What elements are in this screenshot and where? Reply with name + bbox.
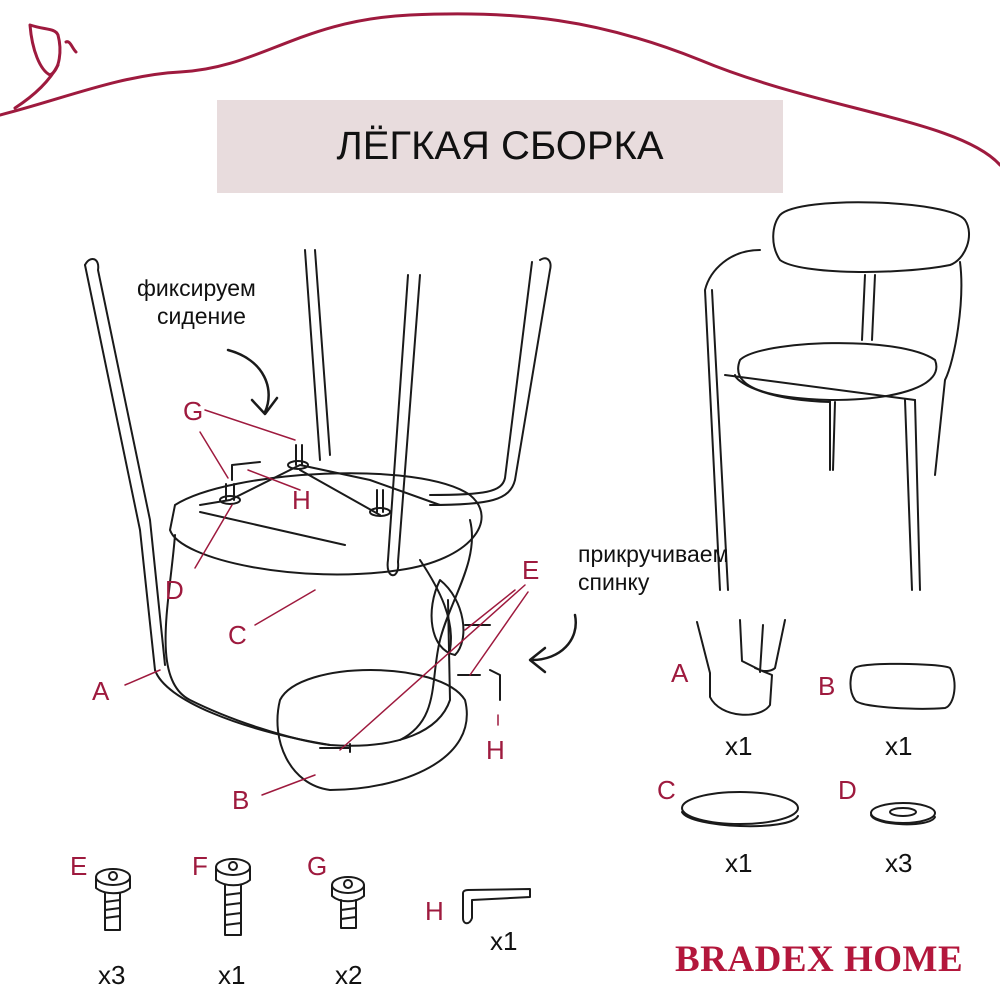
diagram-label-e: E (522, 555, 540, 585)
part-label-a: A (671, 658, 689, 688)
attach-back-note: прикручиваем спинку (578, 540, 728, 596)
part-qty-f: x1 (218, 960, 246, 990)
part-qty-d: x3 (885, 848, 913, 878)
bird-logo-icon (0, 12, 1000, 167)
part-b-drawing (849, 662, 956, 710)
part-label-d: D (838, 775, 857, 805)
part-label-g: G (307, 851, 328, 881)
screw-g-drawing (331, 876, 365, 929)
brand-logo: BRADEX HOME (675, 939, 964, 980)
part-d-drawing (870, 802, 936, 826)
part-qty-h: x1 (490, 926, 518, 956)
part-label-f: F (192, 851, 208, 881)
note-line: прикручиваем (578, 541, 729, 567)
fix-seat-note: фиксируем сидение (137, 274, 256, 330)
upside-down-chair-drawing (84, 249, 552, 791)
part-label-c: C (657, 775, 676, 805)
arrow-icons (226, 348, 578, 674)
part-qty-a: x1 (725, 731, 753, 761)
part-qty-g: x2 (335, 960, 363, 990)
screw-e-drawing (95, 868, 131, 931)
diagram-label-b: B (232, 785, 250, 815)
diagram-label-d: D (165, 575, 184, 605)
part-label-e: E (70, 851, 88, 881)
diagram-label-c: C (228, 620, 247, 650)
title-banner: ЛЁГКАЯ СБОРКА (217, 100, 783, 193)
screw-f-drawing (215, 858, 251, 936)
part-qty-e: x3 (98, 960, 126, 990)
diagram-label-h: H (292, 485, 311, 515)
part-qty-c: x1 (725, 848, 753, 878)
hex-key-h-drawing (462, 888, 531, 925)
diagram-label-a: A (92, 676, 110, 706)
diagram-label-h: H (486, 735, 505, 765)
note-line: спинку (578, 569, 650, 595)
part-qty-b: x1 (885, 731, 913, 761)
part-label-h: H (425, 896, 444, 926)
part-label-b: B (818, 671, 836, 701)
diagram-label-g: G (183, 396, 204, 426)
note-line: фиксируем (137, 275, 256, 301)
page-title: ЛЁГКАЯ СБОРКА (336, 124, 664, 168)
part-c-drawing (681, 791, 799, 828)
part-a-drawing (696, 619, 786, 716)
assembled-chair-drawing (704, 201, 970, 591)
note-line: сидение (157, 303, 246, 329)
leader-lines (124, 409, 529, 796)
